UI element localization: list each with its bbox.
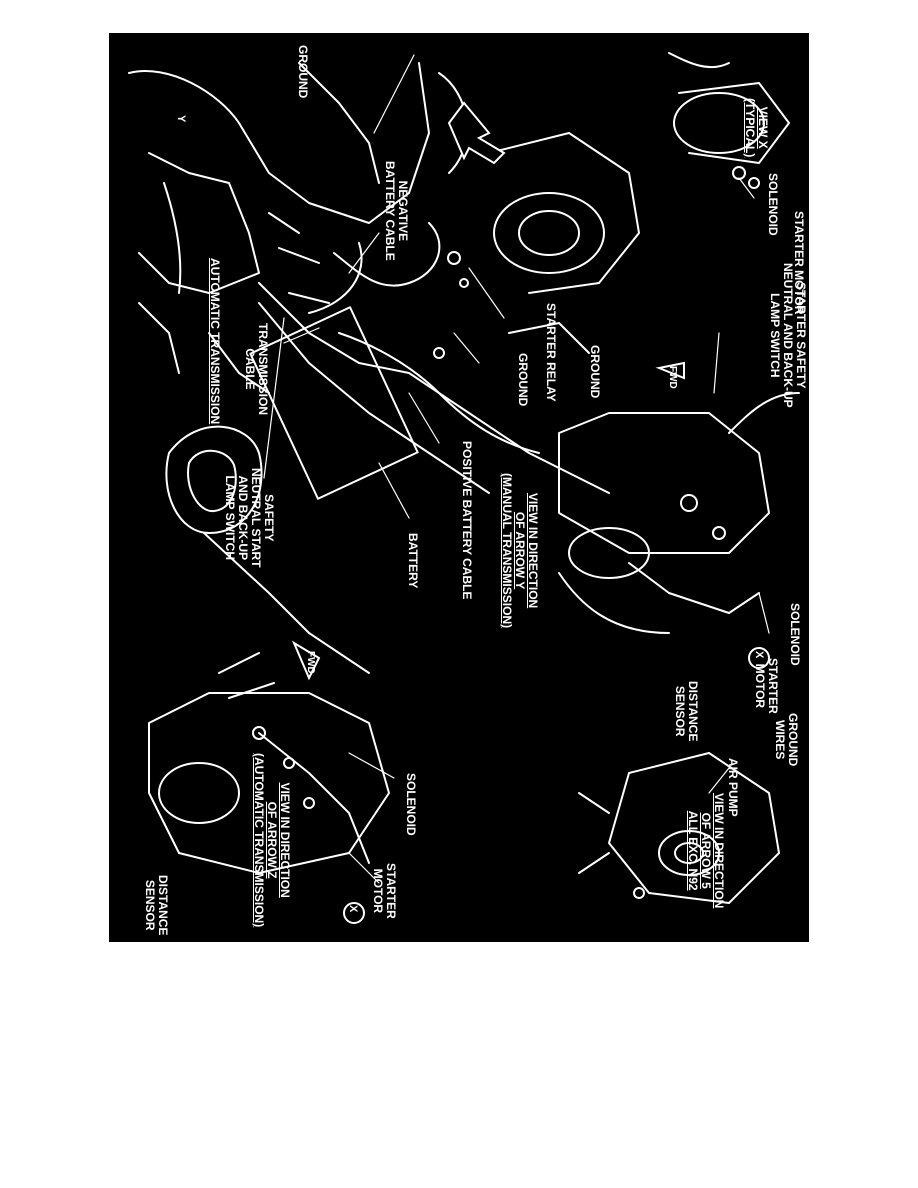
fwd-label-view-y: FWD — [667, 366, 678, 389]
starter-safety-switch-label: STARTER SAFETY NEUTRAL AND BACK-UP LAMP … — [768, 263, 808, 408]
automatic-transmission-caption: AUTOMATIC TRANSMISSION — [208, 258, 222, 425]
air-pump-label: AIR PUMP — [726, 758, 740, 817]
view-arrow-z-caption: VIEW IN DIRECTION OF ARROW Z (AUTOMATIC … — [252, 753, 292, 928]
wiring-diagram: GROUND NEGATIVE BATTERY CABLE TRANSMISSI… — [109, 33, 809, 942]
view-x-drawing — [669, 53, 789, 188]
fwd-arrow-marker — [659, 363, 684, 378]
starter-relay-label: STARTER RELAY — [544, 303, 558, 402]
view-z-drawing — [149, 653, 389, 873]
direction-arrows — [294, 103, 769, 923]
starter-motor-label-view-y: STARTER MOTOR — [753, 658, 780, 714]
view-5-drawing — [579, 753, 779, 903]
solenoid-label-view-z: SOLENOID — [404, 773, 418, 836]
distance-sensor-label-view-y: DISTANCE SENSOR — [673, 681, 700, 742]
distance-sensor-label-view-z: DISTANCE SENSOR — [143, 875, 170, 936]
leader-lines — [264, 55, 769, 883]
engine-compartment-drawing — [129, 63, 639, 673]
fwd-arrow-marker-z — [294, 643, 319, 678]
ground-wires-label: GROUND WIRES — [773, 713, 800, 767]
negative-battery-cable-label: NEGATIVE BATTERY CABLE — [383, 161, 410, 261]
view-arrow-5-caption: VIEW IN DIRECTION OF ARROW 5 ALL EXC. N9… — [686, 793, 726, 909]
view-x-caption: VIEW X (TYPICAL) — [743, 98, 770, 158]
safety-switch-auto-label: SAFETY NEUTRAL START AND BACK-UP LAMP SW… — [223, 468, 276, 568]
arrow-x-marker-z — [344, 903, 364, 923]
arrow-x-letter-view-z: X — [347, 905, 359, 913]
ground-label-top: GROUND — [296, 45, 310, 99]
solenoid-label-view-x: SOLENOID — [766, 173, 780, 236]
label-layer: GROUND NEGATIVE BATTERY CABLE TRANSMISSI… — [109, 33, 809, 942]
arrow-y-letter: Y — [175, 115, 187, 123]
arrow-y-marker — [449, 103, 504, 163]
view-y-drawing — [559, 393, 799, 633]
view-arrow-y-caption: VIEW IN DIRECTION OF ARROW Y (MANUAL TRA… — [500, 473, 540, 629]
starter-motor-label-view-z: STARTER MOTOR — [371, 863, 398, 919]
positive-battery-cable-label: POSITIVE BATTERY CABLE — [460, 441, 474, 600]
transmission-cable-label: TRANSMISSION CABLE — [243, 323, 270, 416]
diagram-artwork — [109, 33, 809, 942]
solenoid-label-view-y: SOLENOID — [788, 603, 802, 666]
ground-label-right: GROUND — [588, 345, 602, 399]
battery-label: BATTERY — [406, 533, 420, 589]
ground-label-middle: GROUND — [516, 353, 530, 407]
arrow-x-marker — [749, 648, 769, 668]
arrow-x-letter-view-y: X — [753, 651, 765, 659]
fwd-label-view-z: FWD — [305, 651, 316, 674]
